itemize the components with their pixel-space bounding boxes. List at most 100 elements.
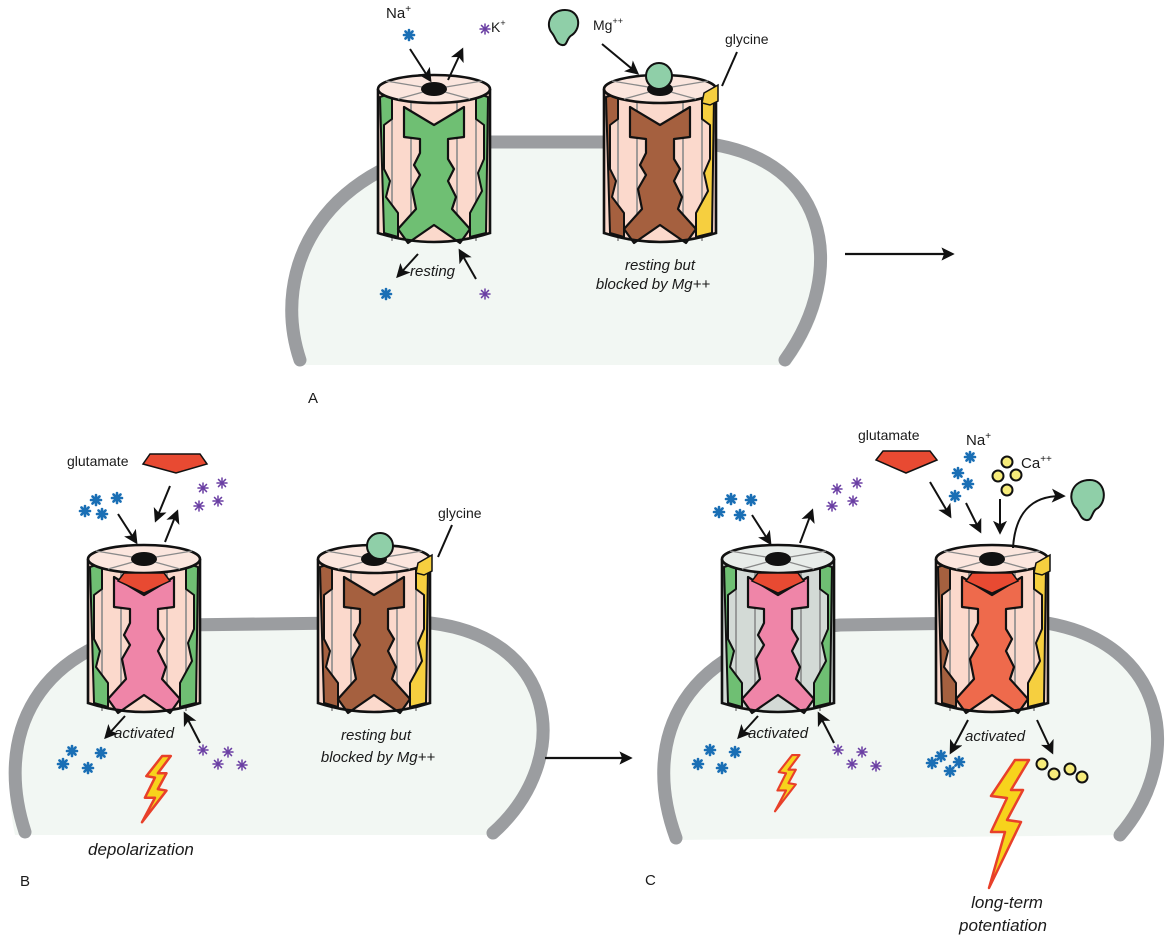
channel-pore <box>131 552 157 566</box>
bound-glycine <box>701 83 719 106</box>
k-ion <box>856 746 868 758</box>
subunit-left <box>319 562 339 708</box>
na-ion <box>703 743 717 757</box>
na-ion <box>744 493 758 507</box>
lightning-bolt-icon <box>773 753 801 813</box>
na-ion <box>78 504 92 518</box>
nmda-channel-blocked <box>316 543 433 715</box>
na-label: Na+ <box>386 4 411 22</box>
k-ion <box>847 495 859 507</box>
k-ion <box>212 495 224 507</box>
na-ion <box>724 492 738 506</box>
ca-ion <box>1009 468 1023 482</box>
ca-ion <box>1063 762 1077 776</box>
na-in-arrow <box>737 715 759 740</box>
subunit-left <box>379 92 399 238</box>
nmda-channel-blocked <box>602 73 719 245</box>
k-efflux-arrow <box>799 508 815 544</box>
k-ion-cluster <box>826 477 863 512</box>
nmda-channel-resting <box>376 73 492 245</box>
ca-ion <box>991 469 1005 483</box>
subunit-center <box>106 575 182 715</box>
ca-ion-cluster-inside <box>1035 757 1089 784</box>
k-out-arrow <box>817 711 835 744</box>
ca-label: Ca++ <box>1021 454 1052 472</box>
lightning-bolt-shape <box>987 758 1031 890</box>
k-ion <box>193 500 205 512</box>
na-label: Na+ <box>966 431 991 449</box>
subunit-right <box>409 562 429 708</box>
panel-a: Na+ K+ resting Mg++ glycine resting but … <box>285 4 955 407</box>
na-ion-cluster <box>78 491 124 521</box>
subunit-right <box>469 92 489 238</box>
subunit-left <box>723 562 743 708</box>
k-out-arrow <box>458 248 477 280</box>
k-ion <box>479 288 491 300</box>
na-influx-arrow <box>965 502 982 534</box>
bound-glutamate <box>116 572 172 594</box>
subunit-left <box>605 92 625 238</box>
mg-label: Mg++ <box>593 16 623 33</box>
channel-outline <box>86 559 202 714</box>
na-ion <box>948 489 962 503</box>
na-ion <box>934 749 948 763</box>
k-ion <box>197 482 209 494</box>
na-ion-cluster-inside <box>56 744 108 775</box>
subunit-right <box>813 562 833 708</box>
effect-label-depolarization: depolarization <box>88 840 194 859</box>
glycine-pointer <box>437 524 453 558</box>
glutamate-bind-arrow <box>929 481 952 519</box>
k-ion <box>212 758 224 770</box>
effect-label-ltp-2: potentiation <box>958 916 1047 935</box>
na-ion-cluster <box>948 450 977 503</box>
na-ion <box>925 756 939 770</box>
ca-ion <box>1035 757 1049 771</box>
k-label: K+ <box>491 18 506 35</box>
state-label-activated-ltp: activated <box>965 728 1026 745</box>
nmda-channel-activated-ltp <box>934 543 1051 715</box>
ca-ion <box>1075 770 1089 784</box>
subunit-center <box>740 575 816 715</box>
subunit-left <box>89 562 109 708</box>
cell-membrane-a <box>285 135 828 367</box>
lightning-bolt-shape <box>140 754 173 824</box>
subunit-center <box>396 105 472 245</box>
na-influx-arrow <box>751 514 772 546</box>
k-efflux-arrow <box>164 509 180 543</box>
subunit-center <box>954 575 1030 715</box>
state-label-activated: activated <box>748 725 809 742</box>
ca-ion <box>1000 455 1014 469</box>
channel-outline <box>602 89 718 244</box>
panel-label-a: A <box>308 390 318 407</box>
k-efflux-arrow <box>447 47 464 81</box>
k-ion <box>222 746 234 758</box>
mg-block-arrow <box>601 43 640 75</box>
na-ion <box>728 745 742 759</box>
bound-glycine <box>1033 553 1051 576</box>
channel-pore <box>765 552 791 566</box>
glycine-pointer <box>721 51 738 87</box>
state-label-blocked-1: resting but <box>625 257 696 274</box>
ca-out-arrow <box>1036 719 1054 755</box>
na-in-arrow <box>949 719 969 755</box>
na-ion <box>691 757 705 771</box>
mg-ion-free <box>547 8 580 47</box>
lightning-bolt-icon <box>140 754 173 824</box>
na-ion <box>733 508 747 522</box>
k-ion <box>832 744 844 756</box>
na-ion <box>379 287 393 301</box>
k-ion <box>216 477 228 489</box>
mg-unblock-arrow <box>1012 488 1066 549</box>
na-ion <box>961 477 975 491</box>
state-label-resting: resting <box>410 263 456 280</box>
mg-ion-released <box>1070 478 1105 522</box>
subunit-right <box>1027 562 1047 708</box>
glutamate-bind-arrow <box>153 485 171 523</box>
state-label-blocked-1: resting but <box>341 727 412 744</box>
na-ion <box>963 450 977 464</box>
panel-label-b: B <box>20 873 30 890</box>
mg-ion-bound <box>645 62 673 90</box>
subunit-center <box>336 575 412 715</box>
glycine-label: glycine <box>725 31 769 47</box>
subunit-left <box>937 562 957 708</box>
